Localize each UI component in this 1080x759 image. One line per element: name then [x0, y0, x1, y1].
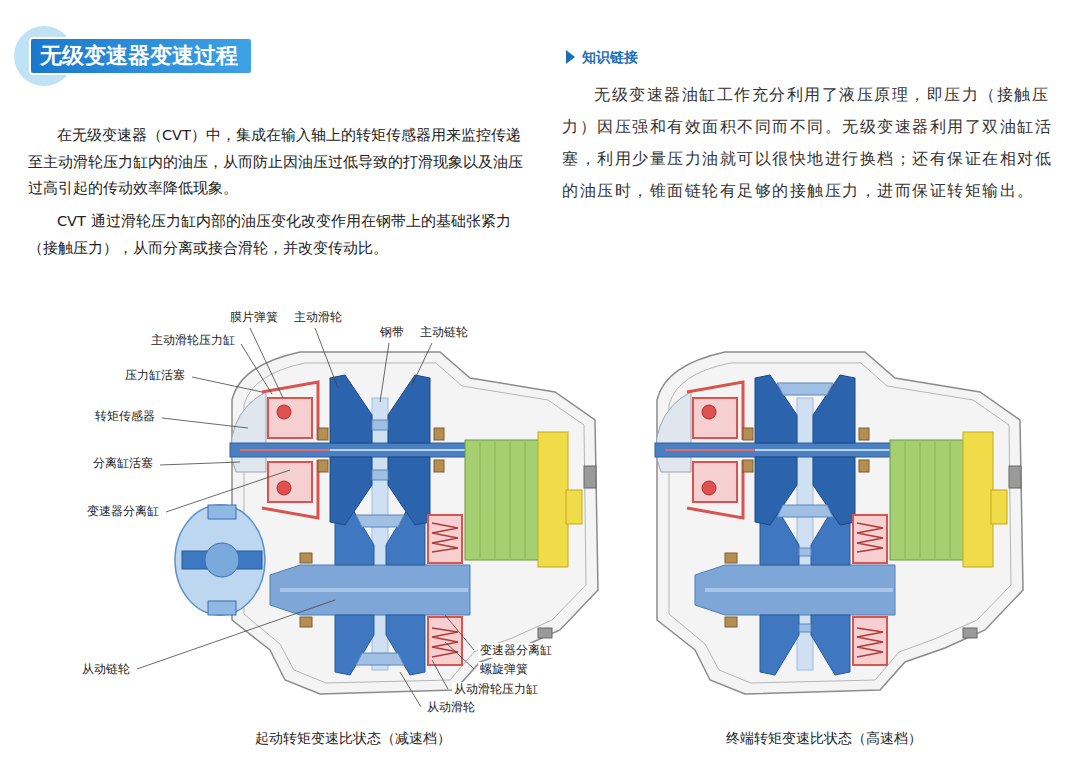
- belt-segment: [372, 470, 388, 480]
- part-label: 转矩传感器: [93, 409, 157, 424]
- differential-gear: [205, 543, 239, 577]
- leader-line: [250, 328, 283, 398]
- section-heading: 知识链接: [582, 47, 638, 67]
- belt-segment: [356, 653, 404, 665]
- leader-line: [412, 343, 432, 385]
- part-label: 主动链轮: [418, 325, 470, 340]
- figure-caption: 起动转矩变速比状态（减速档）: [255, 729, 451, 747]
- belt-segment: [777, 383, 833, 395]
- belt-segment: [356, 515, 404, 527]
- part-label: 膜片弹簧: [228, 310, 280, 325]
- leader-line: [432, 660, 448, 689]
- belt-segment: [372, 420, 388, 430]
- belt-segment: [799, 624, 811, 632]
- part-label: 压力缸活塞: [123, 368, 187, 383]
- leader-line: [160, 462, 240, 465]
- part-label: 分离缸活塞: [91, 456, 155, 471]
- body-paragraph: 无级变速器油缸工作充分利用了液压原理，即压力（接触压力）因压强和有效面积不同而不…: [562, 79, 1062, 207]
- part-label: 钢带: [378, 325, 406, 340]
- part-label: 变速器分离缸: [478, 643, 554, 658]
- part-label: 从动滑轮: [425, 700, 477, 715]
- belt-high-gear: [777, 383, 833, 632]
- leader-line: [400, 672, 421, 707]
- transmission-high-gear: [655, 352, 1023, 694]
- part-label: 螺旋弹簧: [478, 662, 530, 677]
- belt-segment: [777, 505, 833, 517]
- leader-line: [445, 642, 474, 669]
- differential-gear: [208, 601, 236, 615]
- leader-line: [162, 418, 248, 428]
- differential: [175, 505, 265, 615]
- title-banner: [30, 38, 252, 74]
- part-label: 从动链轮: [80, 662, 132, 677]
- heading-marker: [566, 50, 575, 64]
- leader-line: [445, 615, 474, 650]
- figure-caption: 终端转矩变速比状态（高速档）: [726, 729, 922, 747]
- part-label: 从动滑轮压力缸: [452, 682, 540, 697]
- page-title: 无级变速器变速过程: [40, 41, 238, 71]
- leader-line: [192, 377, 262, 392]
- body-paragraph: CVT 通过滑轮压力缸内部的油压变化改变作用在钢带上的基础张紧力（接触压力），从…: [28, 208, 528, 261]
- part-label: 主动滑轮压力缸: [149, 333, 237, 348]
- leader-line: [137, 600, 335, 669]
- leader-line: [315, 328, 338, 388]
- differential-gear: [208, 505, 236, 519]
- leader-lines: [137, 328, 474, 707]
- leader-line: [241, 344, 272, 394]
- leader-line: [166, 470, 290, 512]
- part-label: 主动滑轮: [292, 310, 344, 325]
- leader-line: [380, 343, 389, 402]
- part-label: 变速器分离缸: [85, 504, 161, 519]
- transmission-low-gear: [230, 352, 598, 694]
- body-paragraph: 在无级变速器（CVT）中，集成在输入轴上的转矩传感器用来监控传递至主动滑轮压力缸…: [28, 122, 528, 202]
- belt-segment: [799, 548, 811, 556]
